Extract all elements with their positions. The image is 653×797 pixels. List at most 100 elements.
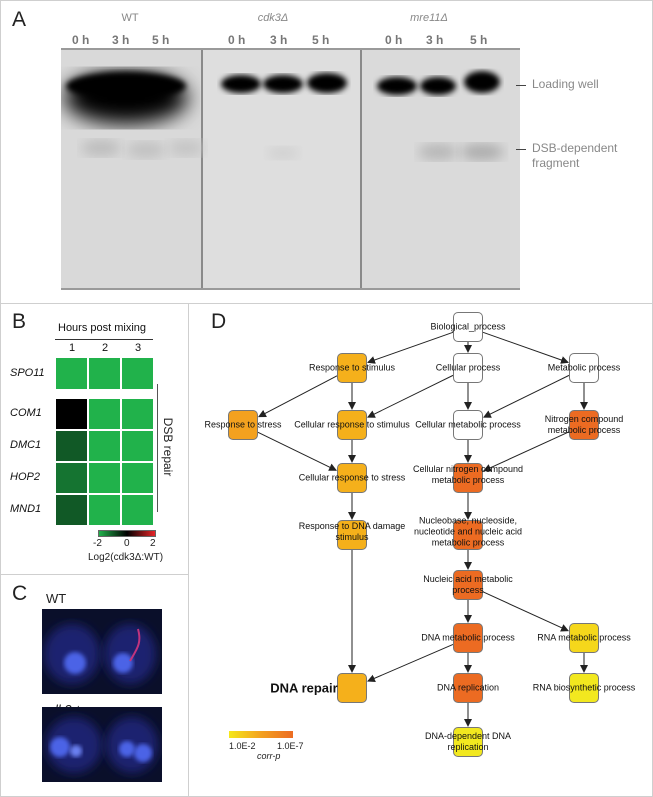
dsb-fragment-pointer xyxy=(516,149,526,150)
heatmap-cell xyxy=(55,357,88,390)
go-node-rna-metab xyxy=(569,623,599,653)
heatmap-gene-label: DMC1 xyxy=(10,439,42,451)
go-node-cell-metab xyxy=(453,410,483,440)
gel-timepoint-label: 5 h xyxy=(312,33,330,47)
go-node-label: DNA replication xyxy=(436,682,500,693)
go-node-dna-metab xyxy=(453,623,483,653)
wt-micrograph xyxy=(42,609,162,694)
heatmap-cell xyxy=(88,494,121,526)
heatmap-cell xyxy=(121,462,154,494)
wt-micrograph-svg xyxy=(44,624,156,684)
colorbar-tick: -2 xyxy=(93,538,102,549)
go-node-label: RNA biosynthetic process xyxy=(532,682,636,693)
gel-timepoint-label: 3 h xyxy=(112,33,130,47)
go-node-resp-stim xyxy=(337,353,367,383)
heatmap-gene-label: MND1 xyxy=(10,503,42,515)
go-node-nuc-acid xyxy=(453,570,483,600)
heatmap-cell xyxy=(55,494,88,526)
heatmap-column-label: 1 xyxy=(68,342,76,354)
pvalue-legend-max: 1.0E-7 xyxy=(277,741,304,751)
loading-well-label: Loading well xyxy=(532,77,599,91)
dsb-repair-label: DSB repair xyxy=(161,417,175,477)
go-node-label: Nitrogen compound metabolic process xyxy=(544,414,624,435)
go-node-rna-bio xyxy=(569,673,599,703)
go-node-label: Cellular response to stress xyxy=(298,472,406,483)
go-node-label: DNA metabolic process xyxy=(421,632,515,643)
gel-image xyxy=(61,48,520,290)
panel-label-b: B xyxy=(12,310,27,333)
heatmap-cell xyxy=(88,430,121,462)
go-node-resp-stress xyxy=(228,410,258,440)
panel-label-c: C xyxy=(12,582,28,605)
go-node-label: DNA repair xyxy=(270,680,338,696)
dsb-repair-bracket xyxy=(157,384,158,512)
go-node-cell-nitro xyxy=(453,463,483,493)
pvalue-legend-label: corr-p xyxy=(257,751,281,761)
heatmap-cell xyxy=(121,398,154,430)
colorbar xyxy=(98,530,156,537)
gel-timepoint-label: 0 h xyxy=(228,33,246,47)
go-node-label: RNA metabolic process xyxy=(537,632,631,643)
heatmap-gene-label: COM1 xyxy=(10,407,42,419)
heatmap-cell xyxy=(121,430,154,462)
heatmap-column-label: 2 xyxy=(101,342,109,354)
heatmap-cell xyxy=(55,398,88,430)
heatmap-cell xyxy=(121,357,154,390)
go-node-label: Response to stimulus xyxy=(308,362,396,373)
go-node-label: Cellular process xyxy=(435,362,501,373)
gel-timepoint-label: 5 h xyxy=(152,33,170,47)
panel-label-a: A xyxy=(12,8,27,31)
go-node-nitro xyxy=(569,410,599,440)
go-node-dna-repl xyxy=(453,673,483,703)
gel-timepoint-label: 5 h xyxy=(470,33,488,47)
heatmap-cell xyxy=(55,462,88,494)
mutant-micrograph xyxy=(42,707,162,782)
dsb-fragment-label: DSB-dependent fragment xyxy=(532,141,618,170)
go-node-label: Cellular response to stimulus xyxy=(294,419,410,430)
heatmap-cell xyxy=(55,430,88,462)
go-node-nucleobase xyxy=(453,520,483,550)
heatmap-cell xyxy=(88,357,121,390)
go-node-label: Cellular metabolic process xyxy=(415,419,521,430)
heatmap-gene-label: HOP2 xyxy=(10,471,40,483)
go-node-label: Cellular nitrogen compound metabolic pro… xyxy=(412,464,524,485)
gel-timepoint-label: 3 h xyxy=(270,33,288,47)
go-node-label: Metabolic process xyxy=(547,362,621,373)
heatmap-cell xyxy=(121,494,154,526)
wt-label: WT xyxy=(46,591,67,606)
colorbar-label: Log2(cdk3Δ:WT) xyxy=(88,552,164,563)
gel-timepoint-label: 0 h xyxy=(385,33,403,47)
loading-well-pointer xyxy=(516,85,526,86)
mutant-micrograph-svg xyxy=(46,717,158,773)
panel-label-d: D xyxy=(211,310,227,333)
gel-group-label: WT xyxy=(121,12,139,24)
gel-group-label: mre11Δ xyxy=(410,12,448,24)
go-node-label: Nucleobase, nucleoside, nucleotide and n… xyxy=(413,515,523,548)
colorbar-tick: 0 xyxy=(124,538,130,549)
go-node-label: Response to stress xyxy=(204,419,282,430)
heatmap-column-label: 3 xyxy=(134,342,142,354)
go-node-label: Nucleic acid metabolic process xyxy=(423,574,513,595)
go-node-metab xyxy=(569,353,599,383)
gel-svg xyxy=(61,48,520,290)
go-node-cell-resp-stress xyxy=(337,463,367,493)
gel-timepoint-label: 3 h xyxy=(426,33,444,47)
go-node-label: DNA-dependent DNA replication xyxy=(424,731,512,752)
go-node-dna-repair xyxy=(337,673,367,703)
go-node-cell-proc xyxy=(453,353,483,383)
heatmap-cell xyxy=(88,398,121,430)
go-node-resp-dna xyxy=(337,520,367,550)
go-node-cell-resp-stim xyxy=(337,410,367,440)
heatmap-cell xyxy=(88,462,121,494)
go-node-dna-dep xyxy=(453,727,483,757)
colorbar-tick: 2 xyxy=(150,538,156,549)
gel-group-label: cdk3Δ xyxy=(257,12,289,24)
go-node-label: Biological_process xyxy=(430,321,506,332)
heatmap-gene-label: SPO11 xyxy=(10,366,45,379)
pvalue-legend-min: 1.0E-2 xyxy=(229,741,256,751)
heatmap-header-rule xyxy=(55,339,153,340)
gel-timepoint-label: 0 h xyxy=(72,33,90,47)
heatmap-header: Hours post mixing xyxy=(58,322,147,334)
pvalue-legend-bar xyxy=(229,731,293,738)
go-node-label: Response to DNA damage stimulus xyxy=(298,521,406,542)
